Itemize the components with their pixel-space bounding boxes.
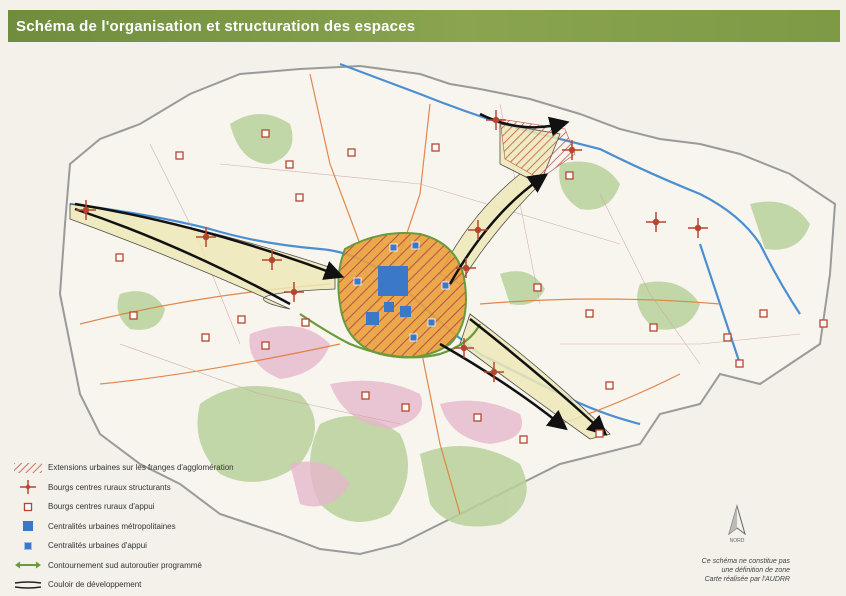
legend-item-bypass: Contournement sud autoroutier programmé xyxy=(14,556,314,576)
square-blue-small-icon xyxy=(24,541,32,550)
legend-item-support-central: Centralités urbaines d'appui xyxy=(14,536,314,556)
legend-label: Couloir de développement xyxy=(48,580,142,590)
metro-centralities xyxy=(366,266,411,325)
legend-item-hatch: Extensions urbaines sur les franges d'ag… xyxy=(14,458,314,478)
corridor-icon xyxy=(14,580,42,589)
support-bourgs xyxy=(115,129,828,444)
disclaimer-line: Ce schéma ne constitue pas xyxy=(701,558,790,565)
pink-patches xyxy=(249,326,522,507)
map-area xyxy=(0,44,846,596)
title-bar: Schéma de l'organisation et structuratio… xyxy=(8,10,840,42)
north-label: NORD xyxy=(729,538,745,544)
double-arrow-icon xyxy=(15,561,41,569)
disclaimer-line: une définition de zone xyxy=(721,567,791,574)
support-centralities xyxy=(353,241,450,342)
legend-label: Centralités urbaines d'appui xyxy=(48,541,147,551)
legend-item-structuring: Bourgs centres ruraux structurants xyxy=(14,478,314,498)
legend-item-corridor: Couloir de développement xyxy=(14,575,314,595)
map-canvas xyxy=(58,62,837,556)
corridor-arrows xyxy=(74,112,608,436)
legend: Extensions urbaines sur les franges d'ag… xyxy=(14,458,314,595)
legend-label: Extensions urbaines sur les franges d'ag… xyxy=(48,463,234,473)
legend-label: Bourgs centres ruraux structurants xyxy=(48,482,171,492)
page-title: Schéma de l'organisation et structuratio… xyxy=(16,17,416,35)
square-blue-icon xyxy=(23,521,33,532)
minor-roads xyxy=(119,103,801,425)
bypass-route xyxy=(299,313,481,359)
structuring-centres xyxy=(76,110,708,382)
roads xyxy=(79,73,721,515)
legend-label: Contournement sud autoroutier programmé xyxy=(48,560,202,570)
cross-arrows-icon xyxy=(20,480,36,495)
legend-label: Centralités urbaines métropolitaines xyxy=(48,521,176,531)
legend-label: Bourgs centres ruraux d'appui xyxy=(48,502,155,512)
north-arrow-icon xyxy=(728,504,746,536)
disclaimer-line: Carte réalisée par l'AUDRR xyxy=(704,576,790,583)
disclaimer: Ce schéma ne constitue pas une définitio… xyxy=(702,557,790,584)
square-outline-icon xyxy=(23,502,33,511)
legend-item-support-bourg: Bourgs centres ruraux d'appui xyxy=(14,497,314,517)
hatch-icon xyxy=(14,462,42,473)
legend-item-metro: Centralités urbaines métropolitaines xyxy=(14,517,314,537)
